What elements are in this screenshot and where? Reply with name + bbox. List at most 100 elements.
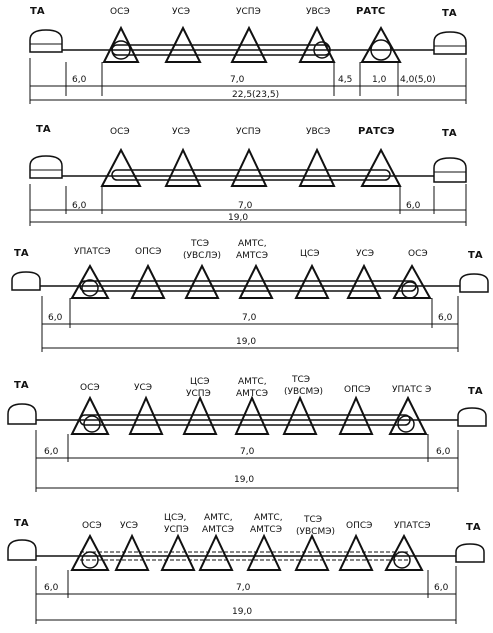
terminal-device-right: [459, 273, 489, 293]
station-label: (УВСМЭ): [284, 387, 323, 397]
station-label: (УВСМЭ): [296, 527, 335, 537]
dim-total: 19,0: [232, 607, 252, 617]
station-label: ТСЭ: [190, 239, 209, 249]
end-label-left: ТА: [36, 124, 51, 135]
dim-left: 6,0: [72, 75, 87, 85]
station-label: ОСЭ: [82, 521, 102, 531]
station-label: УСПЭ: [186, 389, 211, 399]
station-node: [294, 533, 330, 571]
station-node: [130, 263, 166, 299]
dim-right: 6,0: [436, 447, 451, 457]
station-node: [360, 147, 402, 187]
terminal-device-right: [457, 407, 487, 427]
station-label: РАТСЭ: [358, 126, 395, 137]
station-node: [160, 533, 196, 571]
dim-right: 6,0: [434, 583, 449, 593]
station-label: УСПЭ: [236, 7, 261, 17]
station-node: [246, 533, 282, 571]
station-node: [338, 533, 374, 571]
station-node: [128, 395, 164, 435]
station-label: УВСЭ: [306, 7, 330, 17]
terminal-device-left: [29, 29, 63, 53]
station-label: АМТС,: [238, 239, 267, 249]
station-node: [238, 263, 274, 299]
end-label-right: ТА: [442, 8, 457, 19]
station-label: АМТСЭ: [236, 389, 268, 399]
terminal-device-right: [455, 543, 485, 563]
end-label-left: ТА: [14, 518, 29, 529]
dim-left: 6,0: [44, 447, 59, 457]
dimension-lines: [29, 184, 467, 226]
dim-mid: 7,0: [236, 583, 251, 593]
station-label: УПАТСЭ: [394, 521, 430, 531]
station-node: [346, 263, 382, 299]
station-label: ЦСЭ: [190, 377, 210, 387]
station-node: [360, 25, 402, 63]
station-node: [230, 25, 268, 63]
scheme-2: ТА ТА ОСЭ УСЭ УСПЭ УВСЭ РАТСЭ: [29, 124, 467, 226]
station-label: УСЭ: [172, 127, 190, 137]
station-label: ТСЭ: [303, 515, 322, 525]
end-label-right: ТА: [468, 250, 483, 261]
end-label-left: ТА: [30, 6, 45, 17]
station-label: УСЭ: [120, 521, 138, 531]
station-label: УСПЭ: [236, 127, 261, 137]
dim-a: 4,5: [338, 75, 352, 85]
dim-mid: 7,0: [240, 447, 255, 457]
dim-left: 6,0: [44, 583, 59, 593]
station-label: УПАТС Э: [392, 385, 431, 395]
station-node: [388, 395, 428, 435]
dim-mid: 7,0: [242, 313, 257, 323]
station-label: ЦСЭ,: [164, 513, 186, 523]
station-node: [182, 395, 218, 435]
station-label: УСЭ: [134, 383, 152, 393]
station-node: [102, 25, 140, 63]
station-node: [298, 25, 336, 63]
station-node: [164, 147, 202, 187]
station-label: ОСЭ: [408, 249, 428, 259]
terminal-device-right: [433, 31, 467, 55]
end-label-right: ТА: [466, 522, 481, 533]
end-label-left: ТА: [14, 248, 29, 259]
dim-total: 19,0: [234, 475, 254, 485]
station-label: УПАТСЭ: [74, 247, 110, 257]
dim-total: 22,5(23,5): [232, 90, 279, 100]
station-label: УСЭ: [172, 7, 190, 17]
station-node: [384, 533, 424, 571]
terminal-device-right: [433, 157, 467, 183]
station-label: ОСЭ: [80, 383, 100, 393]
scheme-4: ТА ТА ОСЭ УСЭ ЦСЭ УСПЭ АМТС, АМТСЭ ТСЭ (…: [7, 375, 487, 492]
station-node: [100, 147, 142, 187]
station-node: [338, 395, 374, 435]
dimension-lines: [35, 566, 457, 624]
dim-right: 6,0: [438, 313, 453, 323]
scheme-5: ТА ТА ОСЭ УСЭ ЦСЭ, УСПЭ АМТС, АМТСЭ АМТС…: [7, 513, 485, 624]
station-label: ОПСЭ: [135, 247, 161, 257]
dim-mid: 7,0: [230, 75, 245, 85]
cable-loop: [111, 169, 391, 181]
station-label: ОПСЭ: [346, 521, 372, 531]
station-label: АМТС,: [238, 377, 267, 387]
station-label: (УВСЛЭ): [183, 251, 221, 261]
end-label-right: ТА: [468, 386, 483, 397]
terminal-device-left: [7, 539, 37, 561]
dim-left: 6,0: [72, 201, 87, 211]
station-label: ОСЭ: [110, 7, 130, 17]
station-node: [70, 533, 110, 571]
station-label: ТСЭ: [291, 375, 310, 385]
station-node: [164, 25, 202, 63]
dim-right: 6,0: [406, 201, 421, 211]
dim-total: 19,0: [228, 213, 248, 223]
scheme-3: ТА ТА УПАТСЭ ОПСЭ ТСЭ (УВСЛЭ) АМТС, АМТС…: [11, 239, 489, 352]
dim-mid: 7,0: [238, 201, 253, 211]
station-label: АМТСЭ: [236, 251, 268, 261]
station-node: [70, 263, 110, 299]
station-label: АМТС,: [254, 513, 283, 523]
station-label: ОПСЭ: [344, 385, 370, 395]
station-label: УСЭ: [356, 249, 374, 259]
dim-right: 4,0(5,0): [400, 75, 436, 85]
station-node: [184, 263, 220, 299]
station-label: АМТСЭ: [202, 525, 234, 535]
station-node: [392, 263, 432, 299]
station-node: [230, 147, 268, 187]
